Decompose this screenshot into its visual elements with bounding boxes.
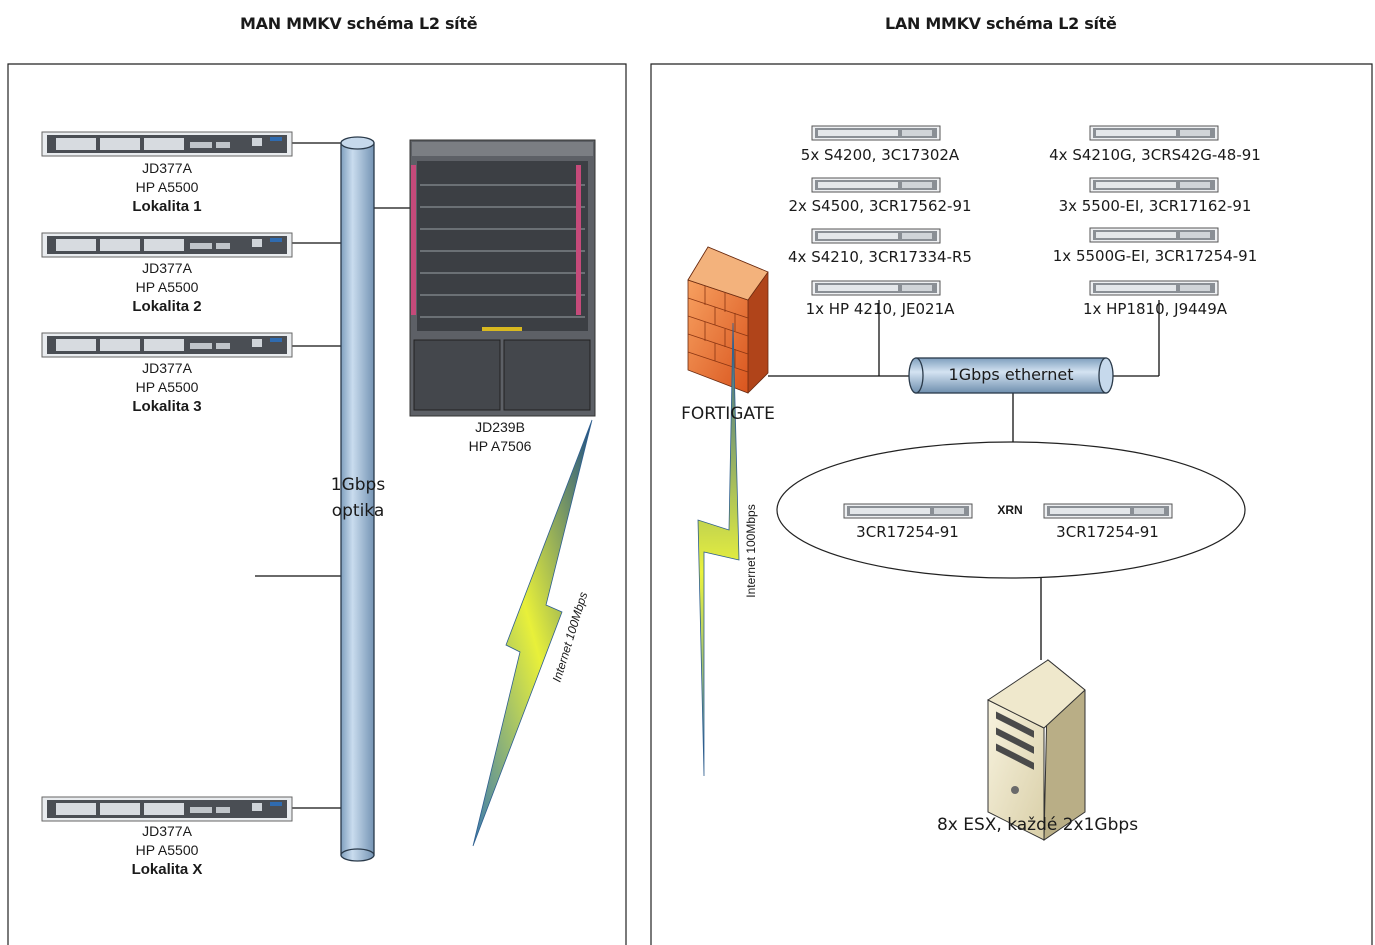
lan-switch-right-1-label: 4x S4210G, 3CRS42G-48-91 (1049, 146, 1261, 164)
lan-links (768, 300, 1160, 660)
xrn-switch-2 (1043, 503, 1173, 519)
core-model: JD239B (475, 419, 525, 435)
switch-location: Lokalita 2 (132, 298, 202, 315)
lan-title: LAN MMKV schéma L2 sítě (885, 14, 1117, 33)
core-name: HP A7506 (468, 438, 532, 454)
xrn-switch-1 (843, 503, 973, 519)
lan-switch-left-2 (811, 177, 941, 193)
xrn-label: XRN (997, 503, 1023, 517)
switch-model: JD377A (142, 160, 192, 176)
man-internet-lightning (472, 419, 593, 847)
lan-switch-right-2-label: 3x 5500-EI, 3CR17162-91 (1058, 197, 1252, 215)
man-title: MAN MMKV schéma L2 sítě (240, 14, 478, 33)
lan-switch-right-1 (1089, 125, 1219, 141)
server-icon (987, 658, 1086, 841)
lan-switch-right-2 (1089, 177, 1219, 193)
lan-switch-right-3 (1089, 227, 1219, 243)
xrn-switch-2-label: 3CR17254-91 (1056, 523, 1159, 541)
switch-location: Lokalita X (131, 861, 203, 878)
switch-model: JD377A (142, 360, 192, 376)
man-switch-1-label: JD377A HP A5500 Lokalita 1 (92, 159, 242, 216)
switch-name: HP A5500 (135, 279, 199, 295)
lan-switch-right-4 (1089, 280, 1219, 296)
man-switch-2-label: JD377A HP A5500 Lokalita 2 (92, 259, 242, 316)
man-switch-2 (41, 232, 293, 258)
firewall-icon (687, 246, 769, 394)
lan-switch-right-4-label: 1x HP1810, J9449A (1082, 300, 1228, 318)
switch-location: Lokalita 3 (132, 398, 202, 415)
switch-name: HP A5500 (135, 379, 199, 395)
switch-model: JD377A (142, 260, 192, 276)
man-panel-frame (7, 63, 627, 945)
lan-panel-frame (650, 63, 1373, 945)
switch-name: HP A5500 (135, 842, 199, 858)
core-switch-chassis (409, 139, 596, 417)
lan-switch-left-3-label: 4x S4210, 3CR17334-R5 (788, 248, 972, 266)
man-switch-3-label: JD377A HP A5500 Lokalita 3 (92, 359, 242, 416)
switch-model: JD377A (142, 823, 192, 839)
man-switch-x (41, 796, 293, 822)
man-links (255, 142, 410, 809)
backbone-label: 1Gbps optika (330, 475, 386, 521)
lan-internet-label: Internet 100Mbps (744, 504, 758, 598)
lan-switch-left-3 (811, 228, 941, 244)
xrn-stack-ellipse (776, 441, 1246, 579)
switch-name: HP A5500 (135, 179, 199, 195)
lan-internet-lightning (697, 322, 740, 777)
xrn-switch-1-label: 3CR17254-91 (856, 523, 959, 541)
lan-switch-right-3-label: 1x 5500G-EI, 3CR17254-91 (1052, 247, 1258, 265)
man-switch-1 (41, 131, 293, 157)
man-switch-3 (41, 332, 293, 358)
lan-switch-left-1-label: 5x S4200, 3C17302A (800, 146, 960, 164)
lan-switch-left-4 (811, 280, 941, 296)
ethernet-label: 1Gbps ethernet (948, 365, 1074, 384)
lan-switch-left-2-label: 2x S4500, 3CR17562-91 (788, 197, 972, 215)
backbone-pipe (340, 136, 375, 862)
core-switch-label: JD239B HP A7506 (430, 418, 570, 456)
ethernet-pipe (908, 357, 1114, 394)
switch-location: Lokalita 1 (132, 198, 202, 215)
server-label: 8x ESX, každé 2x1Gbps (936, 815, 1139, 835)
man-switch-x-label: JD377A HP A5500 Lokalita X (92, 822, 242, 879)
lan-switch-left-1 (811, 125, 941, 141)
firewall-label: FORTIGATE (681, 404, 775, 424)
lan-switch-left-4-label: 1x HP 4210, JE021A (805, 300, 955, 318)
